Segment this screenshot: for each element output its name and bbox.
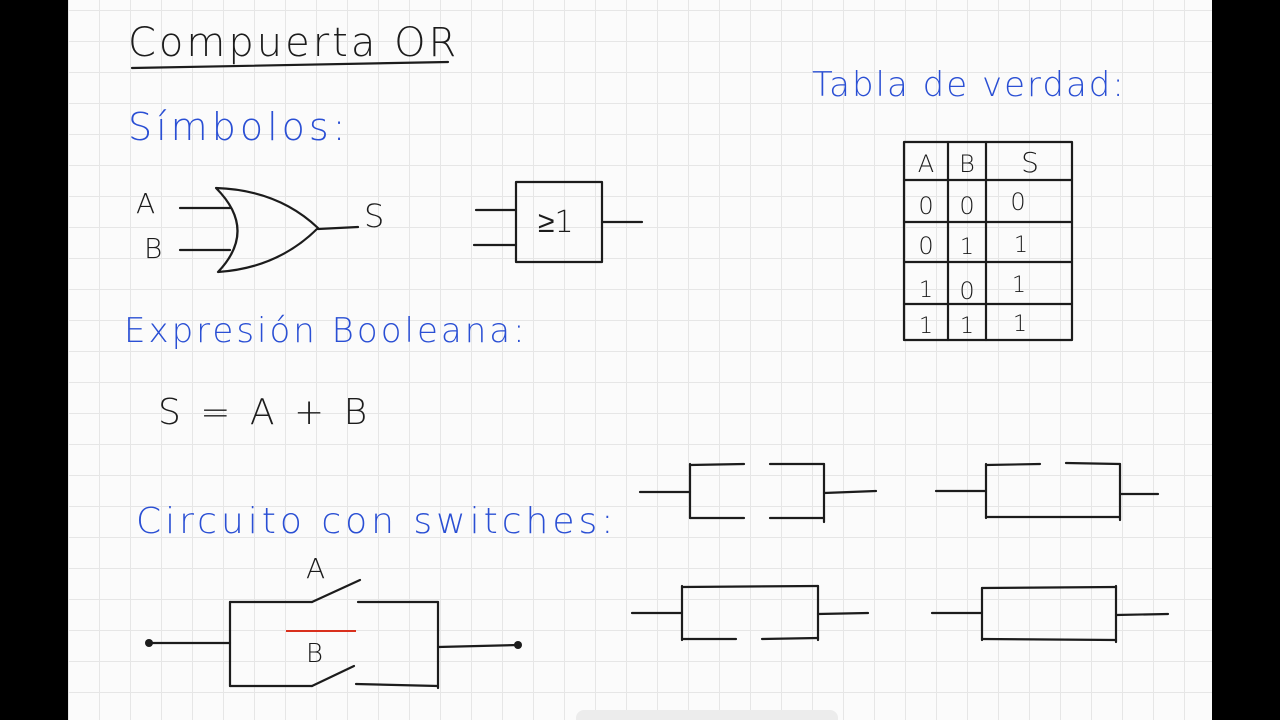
case-wire xyxy=(984,462,1042,467)
case-wire xyxy=(980,585,1118,590)
table-cell: 0 xyxy=(918,232,933,260)
switch-a-blade xyxy=(310,578,362,604)
truth-table-border xyxy=(902,140,1074,342)
whiteboard-canvas: Compuerta OR Símbolos: Expresión Boolean… xyxy=(124,20,1170,690)
or-gate-body xyxy=(214,186,320,274)
case-wire xyxy=(980,637,1118,642)
switch-case-b-closed xyxy=(934,461,1160,522)
switch-case-both-closed xyxy=(930,584,1170,644)
case-wire xyxy=(760,636,820,641)
table-header-b: B xyxy=(959,150,975,178)
table-cell: 0 xyxy=(959,192,974,220)
circuit-heading: Circuito con switches: xyxy=(136,501,617,542)
gate-input-a-label: A xyxy=(136,187,155,220)
table-cell: 1 xyxy=(919,314,933,339)
title-underline xyxy=(130,60,450,70)
table-cell: 1 xyxy=(960,235,974,260)
case-wire xyxy=(1064,461,1122,466)
table-cell: 1 xyxy=(1012,273,1026,298)
switch-case-a-closed xyxy=(630,584,870,642)
table-cell: 0 xyxy=(959,277,974,305)
table-header-s: S xyxy=(1021,146,1039,179)
table-cell: 0 xyxy=(918,192,933,220)
case-wire xyxy=(680,584,820,589)
case-lead xyxy=(1114,612,1170,617)
circuit-lead-right xyxy=(436,643,520,649)
page-title: Compuerta OR xyxy=(128,20,459,66)
switch-b-blade xyxy=(310,664,356,688)
table-cell: 1 xyxy=(919,278,933,303)
switch-case-both-open xyxy=(638,462,878,524)
or-gate-symbol: A B S xyxy=(136,186,384,274)
expression-heading: Expresión Booleana: xyxy=(124,311,528,351)
switch-a-label: A xyxy=(306,552,325,585)
iec-gate-label: ≥1 xyxy=(538,205,574,240)
case-lead xyxy=(816,611,870,616)
scroll-handle[interactable] xyxy=(576,710,838,720)
symbols-heading: Símbolos: xyxy=(128,105,349,149)
truth-table-heading: Tabla de verdad: xyxy=(812,65,1126,105)
gate-output-label: S xyxy=(364,197,384,235)
case-wire xyxy=(688,462,746,467)
table-cell: 1 xyxy=(960,314,974,339)
branch-b-wire xyxy=(354,682,440,688)
case-lead xyxy=(822,489,878,495)
iec-or-gate-symbol: ≥1 xyxy=(472,180,644,264)
notebook-page: Compuerta OR Símbolos: Expresión Boolean… xyxy=(68,0,1212,720)
gate-input-b-label: B xyxy=(144,232,162,265)
table-header-a: A xyxy=(918,150,934,178)
switch-circuit: A B xyxy=(145,552,522,690)
table-cell: 1 xyxy=(1014,233,1028,258)
table-cell: 1 xyxy=(1013,312,1027,337)
switch-b-label: B xyxy=(306,639,323,669)
truth-table: A B S 0 0 0 0 1 1 1 0 1 1 1 1 xyxy=(902,140,1074,342)
gate-output-wire xyxy=(316,225,360,231)
boolean-expression: S = A + B xyxy=(158,392,371,433)
table-cell: 0 xyxy=(1010,188,1025,216)
